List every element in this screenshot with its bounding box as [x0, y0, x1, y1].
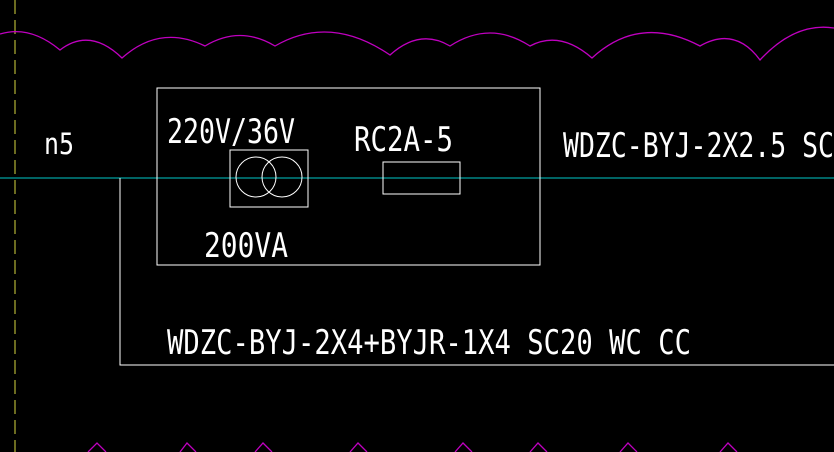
transformer-symbol: [229, 149, 309, 208]
node-label: n5: [44, 127, 74, 161]
transformer-power-label: 200VA: [204, 226, 288, 266]
transformer-voltage-label: 220V/36V: [167, 112, 295, 152]
cable-out-label: WDZC-BYJ-2X2.5 SC: [563, 126, 834, 166]
feed-wire-polyline: [119, 178, 834, 366]
breaker-label: RC2A-5: [354, 120, 453, 160]
revision-cloud-bottom: [87, 442, 738, 452]
revision-cloud-top: [0, 26, 834, 62]
equipment-enclosure-box: [156, 87, 541, 266]
cable-feed-label: WDZC-BYJ-2X4+BYJR-1X4 SC20 WC CC: [167, 323, 691, 363]
transformer-secondary-circle: [261, 156, 303, 198]
transformer-two-circles-icon: [235, 156, 277, 198]
fuse-rectangle-icon: [382, 161, 461, 195]
transformer-frame: [229, 149, 309, 208]
